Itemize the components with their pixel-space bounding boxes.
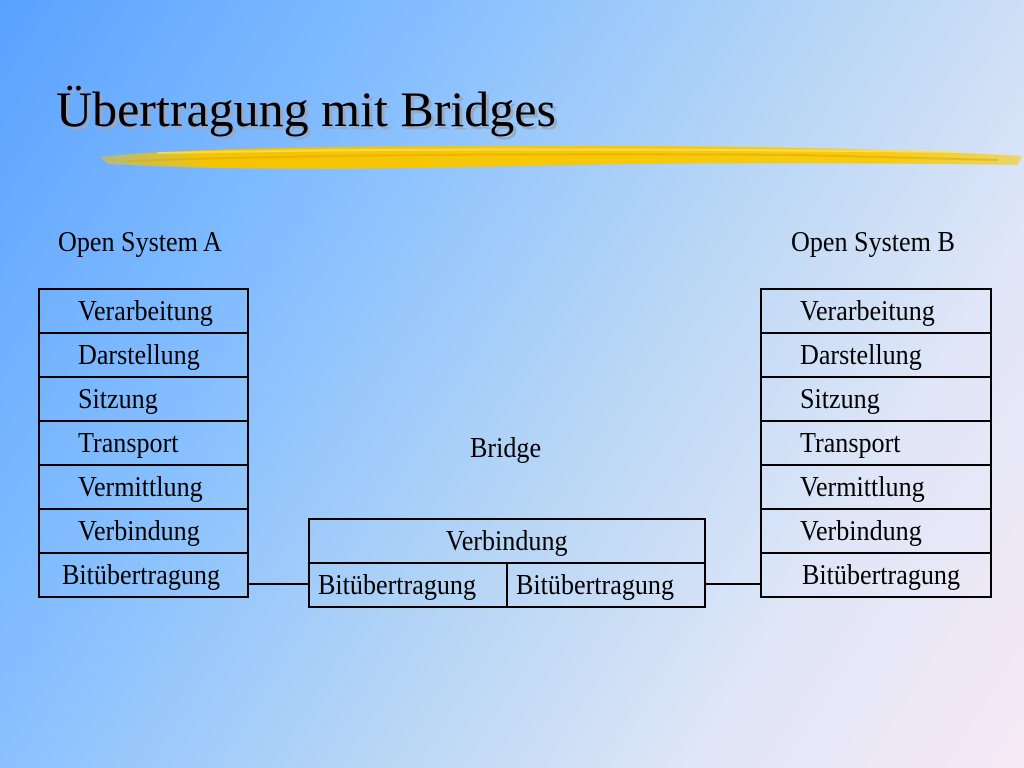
bridge-stack: Verbindung Bitübertragung Bitübertragung: [308, 518, 706, 608]
layer-cell: Verbindung: [38, 508, 249, 554]
layer-cell: Darstellung: [760, 332, 992, 378]
layer-cell: Vermittlung: [760, 464, 992, 510]
layer-cell: Verarbeitung: [760, 288, 992, 334]
open-system-a-stack: Verarbeitung Darstellung Sitzung Transpo…: [38, 288, 249, 598]
layer-cell: Bitübertragung: [38, 552, 249, 598]
physical-link-bridge-to-b: [706, 583, 760, 585]
layer-cell: Transport: [38, 420, 249, 466]
open-system-b-label: Open System B: [791, 226, 955, 258]
layer-cell: Sitzung: [760, 376, 992, 422]
layer-cell: Vermittlung: [38, 464, 249, 510]
layer-cell: Verarbeitung: [38, 288, 249, 334]
bridge-label: Bridge: [470, 432, 542, 464]
open-system-a-label: Open System A: [58, 226, 222, 258]
layer-cell: Darstellung: [38, 332, 249, 378]
layer-cell: Transport: [760, 420, 992, 466]
physical-link-a-to-bridge: [249, 583, 308, 585]
bridge-physical-right-cell: Bitübertragung: [506, 562, 706, 608]
bridge-link-layer-cell: Verbindung: [308, 518, 706, 564]
open-system-b-stack: Verarbeitung Darstellung Sitzung Transpo…: [760, 288, 992, 598]
highlight-brush-stroke: [100, 145, 1022, 169]
page-title: Übertragung mit Bridges: [56, 81, 556, 137]
layer-cell: Bitübertragung: [760, 552, 992, 598]
layer-cell: Sitzung: [38, 376, 249, 422]
bridge-physical-left-cell: Bitübertragung: [308, 562, 508, 608]
layer-cell: Verbindung: [760, 508, 992, 554]
